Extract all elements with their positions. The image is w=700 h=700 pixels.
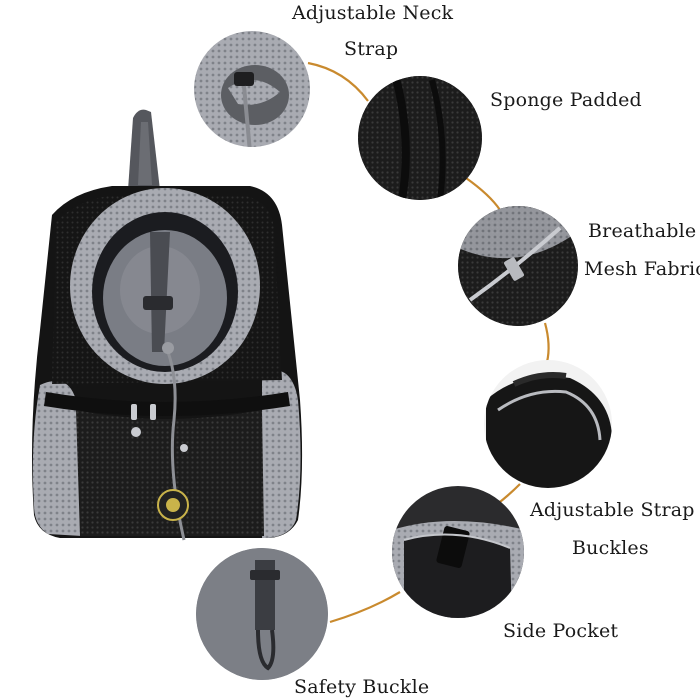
detail-sponge-padded bbox=[358, 76, 482, 200]
connector-sponge-to-mesh bbox=[465, 177, 501, 211]
inner-strap bbox=[150, 232, 170, 352]
label-sponge-padded: Sponge Padded bbox=[490, 89, 642, 111]
label-breathable: Breathable bbox=[588, 220, 697, 242]
label-adjustable-neck-line1: Adjustable Neck bbox=[292, 2, 454, 24]
detail-neck-strap bbox=[194, 31, 310, 147]
detail-breathable-mesh bbox=[458, 206, 578, 326]
label-buckles: Buckles bbox=[572, 537, 649, 559]
detail-strap-buckles bbox=[484, 360, 612, 488]
detail-safety-buckle bbox=[196, 548, 328, 680]
left-mesh-panel bbox=[32, 380, 82, 536]
backpack-main-image bbox=[32, 109, 303, 541]
label-mesh-fabric: Mesh Fabric bbox=[584, 258, 700, 280]
connector-neck-to-sponge bbox=[307, 61, 369, 102]
zipper-pulls bbox=[131, 404, 188, 452]
label-adjustable-neck-line2: Strap bbox=[344, 38, 399, 60]
front-pocket bbox=[76, 410, 264, 536]
label-safety-buckle: Safety Buckle bbox=[294, 676, 430, 698]
connector-mesh-to-buckles bbox=[543, 322, 550, 363]
label-side-pocket: Side Pocket bbox=[503, 620, 619, 642]
connector-lines bbox=[307, 61, 550, 624]
right-mesh-panel bbox=[262, 369, 301, 538]
brand-badge bbox=[157, 489, 189, 521]
detail-side-pocket bbox=[392, 486, 524, 618]
label-adjustable-strap: Adjustable Strap bbox=[530, 499, 695, 521]
connector-pocket-to-safety bbox=[329, 591, 401, 624]
